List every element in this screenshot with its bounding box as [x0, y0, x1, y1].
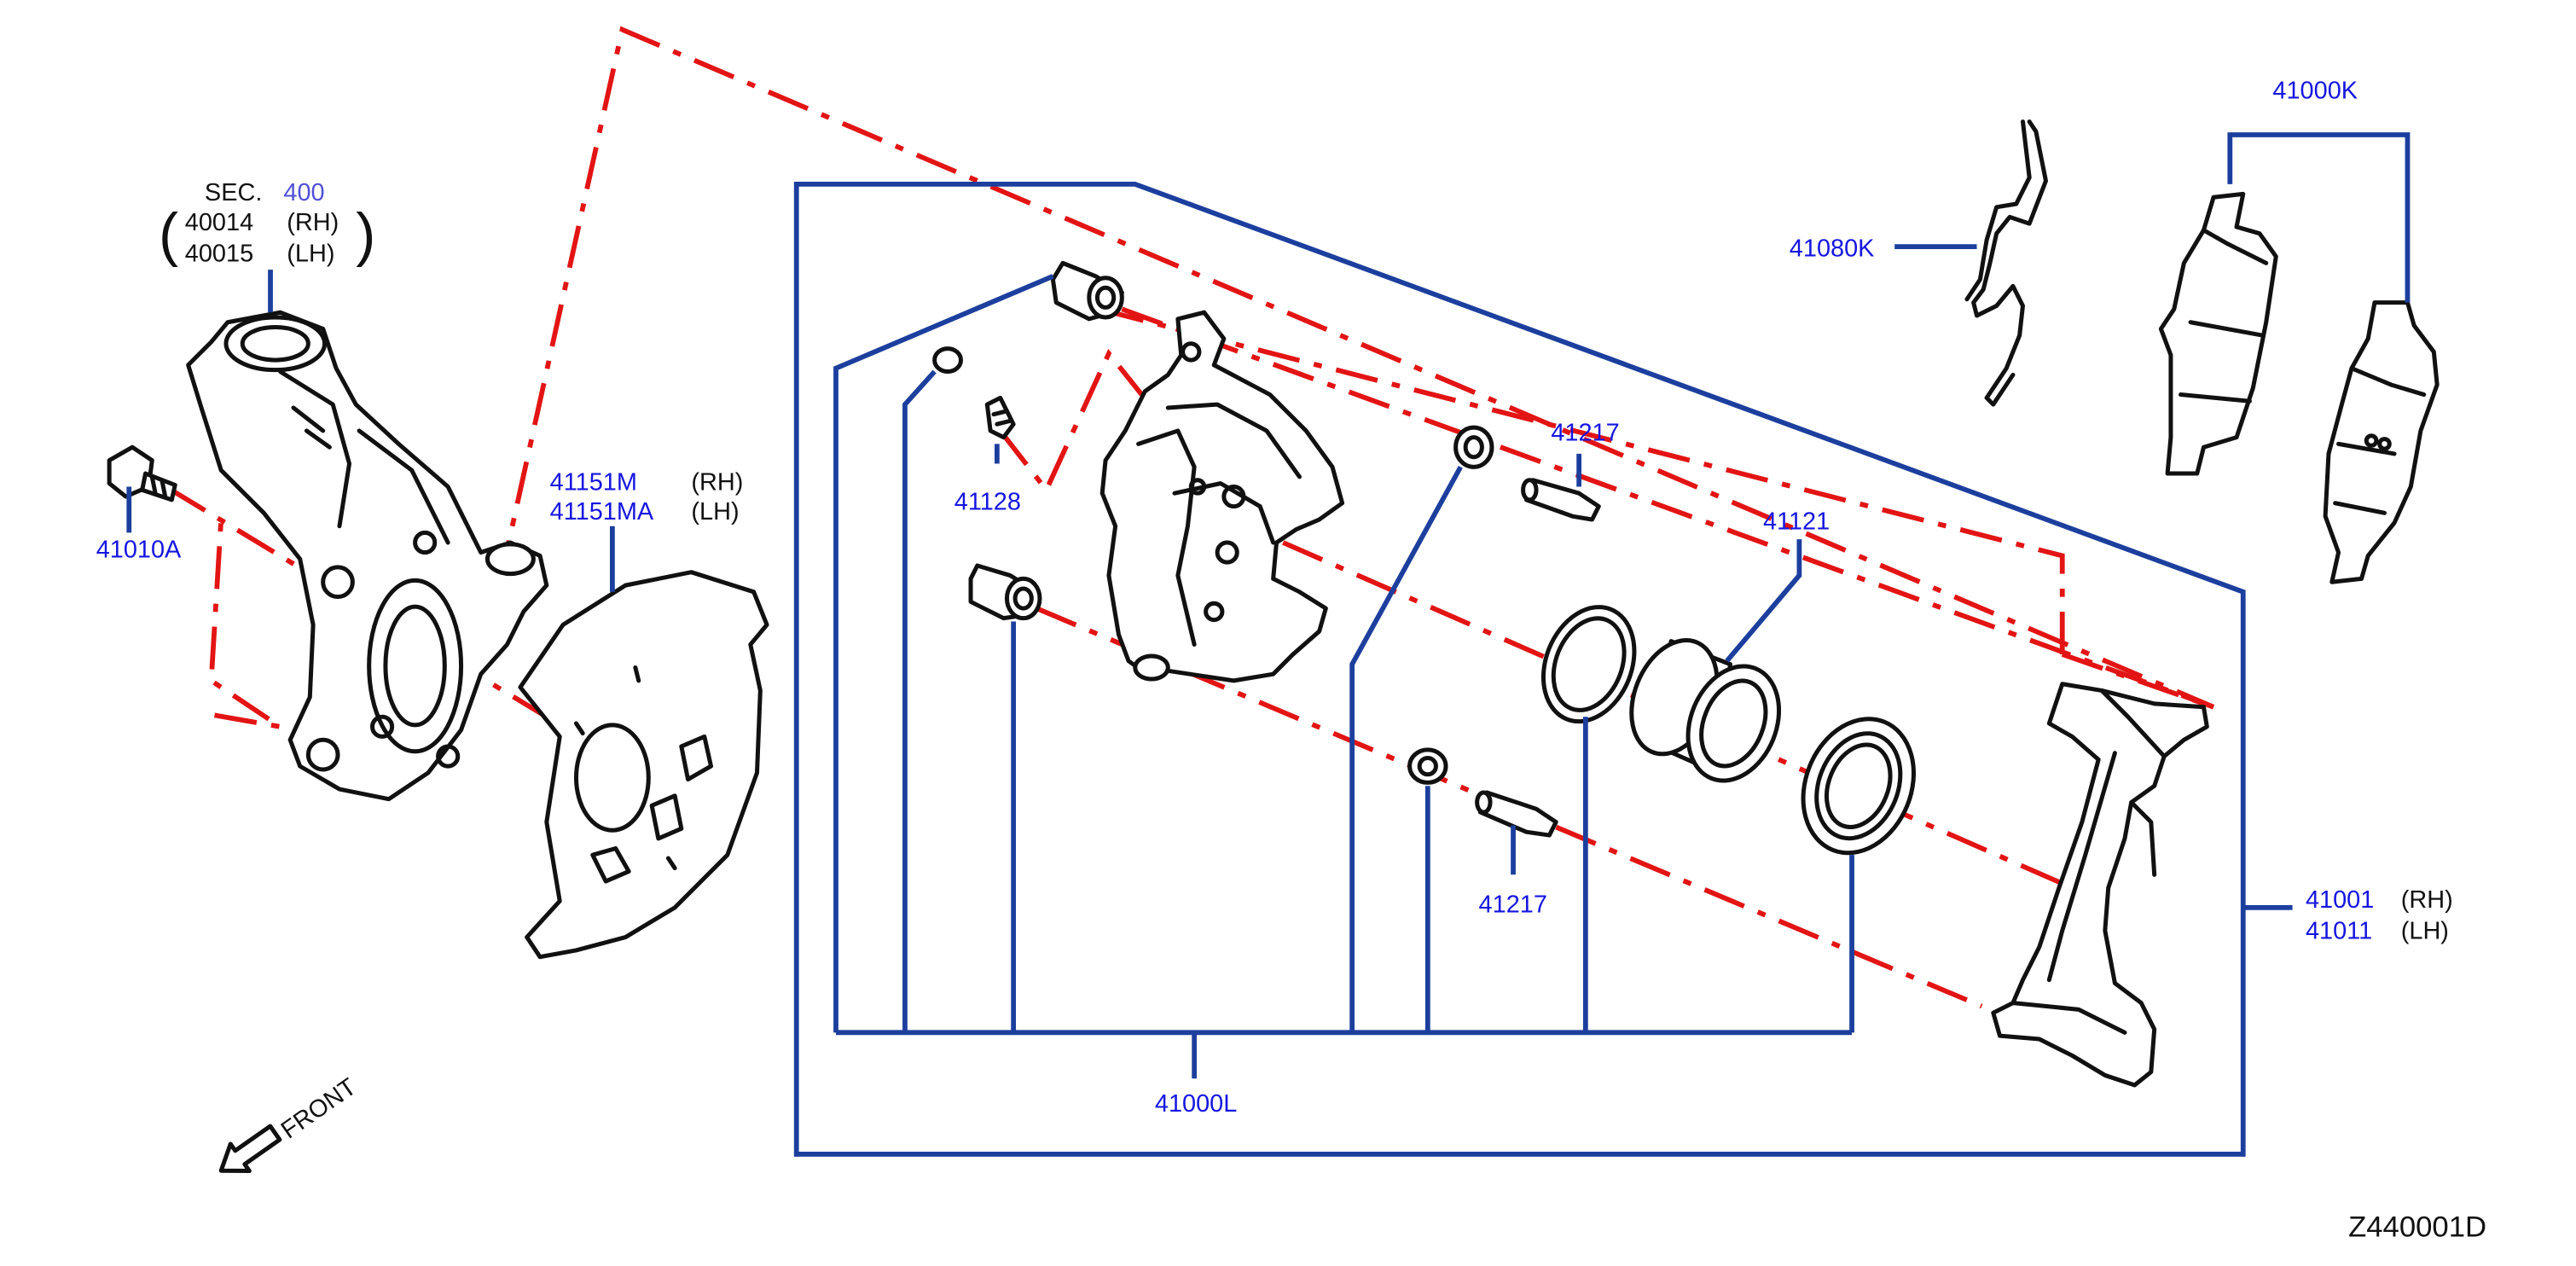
bleeder-part-number: 41128 [954, 488, 1021, 515]
guide-pin-upper [1521, 478, 1601, 522]
knuckle-lh-number: 40015 [185, 240, 253, 267]
front-arrow [218, 1124, 282, 1174]
baffle-rh-side: (RH) [691, 468, 743, 496]
pin-upper-part-number: 41217 [1551, 420, 1619, 447]
bracket-lh-number: 41011 [2306, 917, 2372, 944]
brake-pad-outer [2323, 300, 2440, 584]
baffle-plate [518, 570, 769, 960]
upper-boot [1050, 260, 1124, 322]
dust-cap [932, 346, 963, 375]
bleeder-screw [984, 395, 1016, 440]
bolt-part-number: 41010A [96, 536, 182, 563]
pads-part-number: 41000K [2272, 78, 2358, 105]
knuckle-bracket-close: ) [356, 201, 375, 268]
spring-part-number: 41080K [1790, 235, 1875, 263]
caliper-bracket [1991, 682, 2209, 1088]
bracket-lh-side: (LH) [2401, 917, 2449, 944]
arrow-down-left-icon [218, 1124, 282, 1174]
pin-bushing-lower [1407, 747, 1448, 785]
steering-knuckle [186, 310, 549, 802]
baffle-lh-side: (LH) [691, 498, 739, 526]
knuckle-bolt [107, 444, 177, 502]
leader-lines [126, 132, 2411, 1157]
knuckle-lh-side: (LH) [287, 240, 334, 267]
baffle-rh-number: 41151M [550, 468, 637, 496]
sec-prefix: SEC. [205, 179, 262, 206]
pin-lower-part-number: 41217 [1479, 891, 1547, 919]
bracket-rh-side: (RH) [2401, 886, 2453, 914]
knuckle-rh-side: (RH) [287, 209, 339, 236]
figure-id: Z440001D [2348, 1211, 2486, 1243]
pin-bushing-upper [1453, 425, 1494, 469]
piston-part-number: 41121 [1763, 508, 1830, 536]
knuckle-rh-number: 40014 [185, 209, 253, 236]
lower-boot [968, 563, 1042, 621]
bracket-rh-number: 41001 [2306, 886, 2374, 914]
brake-pad-inner [2158, 191, 2278, 476]
front-label: FRONT [276, 1073, 362, 1144]
caliper-kit-part-number: 41000L [1155, 1090, 1237, 1118]
piston-seal [1540, 605, 1637, 724]
piston [1629, 638, 1782, 783]
pad-spring [1964, 119, 2048, 407]
piston-boot [1801, 717, 1916, 856]
callouts: SEC. 400 ( 40014 (RH) 40015 (LH) ) 41010… [96, 78, 2486, 1244]
guide-pin-lower [1475, 790, 1558, 838]
knuckle-bracket-open: ( [159, 201, 178, 268]
caliper-body [1099, 310, 1345, 683]
sec-number: 400 [283, 179, 324, 206]
baffle-lh-number: 41151MA [550, 498, 654, 526]
